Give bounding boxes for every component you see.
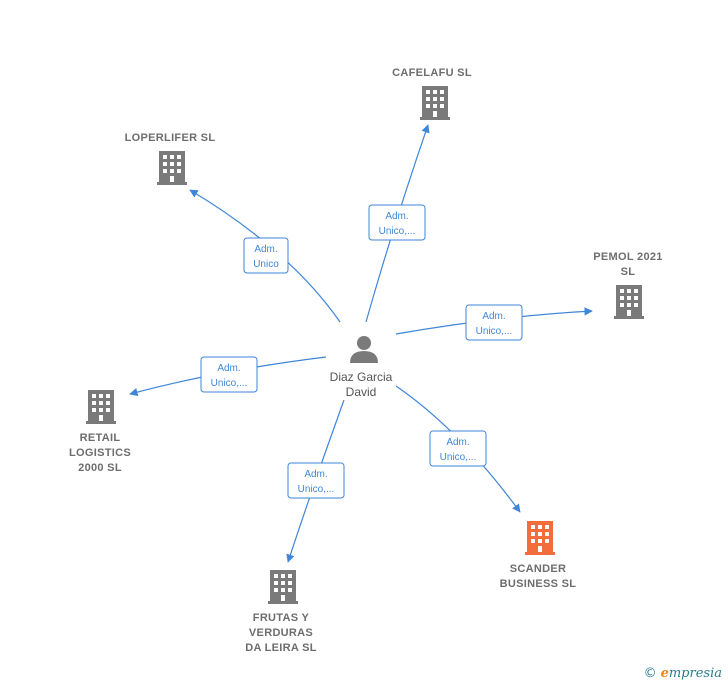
edge-label-scander[interactable]: Adm. Unico,... bbox=[429, 430, 487, 467]
company-label: CAFELAFU SL bbox=[392, 67, 472, 79]
svg-text:Adm.: Adm. bbox=[385, 211, 408, 222]
company-label: PEMOL 2021 bbox=[593, 251, 662, 263]
company-label: VERDURAS bbox=[249, 627, 313, 639]
brand-logo-initial: e bbox=[660, 666, 669, 681]
svg-text:Unico: Unico bbox=[253, 259, 279, 270]
brand-logo-text: mpresia bbox=[668, 666, 722, 681]
company-label: 2000 SL bbox=[78, 462, 122, 474]
edge-label-loperlifer[interactable]: Adm. Unico bbox=[243, 237, 289, 274]
edge-label-retail[interactable]: Adm. Unico,... bbox=[200, 356, 258, 393]
company-label: SCANDER bbox=[510, 563, 567, 575]
center-person-node[interactable]: Diaz Garcia David bbox=[330, 336, 393, 399]
company-node-scander[interactable]: SCANDER BUSINESS SL bbox=[500, 521, 577, 590]
copyright-notice: ©empresia bbox=[644, 666, 722, 681]
company-label: LOPERLIFER SL bbox=[125, 132, 216, 144]
svg-text:Adm.: Adm. bbox=[482, 311, 505, 322]
company-node-retail[interactable]: RETAIL LOGISTICS 2000 SL bbox=[69, 390, 131, 474]
edge-label-cafelafu[interactable]: Adm. Unico,... bbox=[368, 204, 426, 241]
edge-label-pemol[interactable]: Adm. Unico,... bbox=[465, 304, 523, 341]
svg-text:Unico,...: Unico,... bbox=[298, 484, 335, 495]
svg-text:Unico,...: Unico,... bbox=[211, 378, 248, 389]
building-icon bbox=[268, 570, 298, 604]
company-node-loperlifer[interactable]: LOPERLIFER SL bbox=[125, 132, 216, 185]
building-icon bbox=[525, 521, 555, 555]
company-label: DA LEIRA SL bbox=[245, 642, 317, 654]
company-node-cafelafu[interactable]: CAFELAFU SL bbox=[392, 67, 472, 120]
company-label: LOGISTICS bbox=[69, 447, 131, 459]
copyright-icon: © bbox=[643, 666, 657, 681]
svg-text:Adm.: Adm. bbox=[217, 363, 240, 374]
company-label: BUSINESS SL bbox=[500, 578, 577, 590]
svg-text:Adm.: Adm. bbox=[446, 437, 469, 448]
building-icon bbox=[86, 390, 116, 424]
company-node-frutas[interactable]: FRUTAS Y VERDURAS DA LEIRA SL bbox=[245, 570, 317, 654]
company-label: SL bbox=[621, 266, 636, 278]
svg-text:Adm.: Adm. bbox=[304, 469, 327, 480]
svg-text:Unico,...: Unico,... bbox=[476, 326, 513, 337]
person-name-line2: David bbox=[346, 385, 377, 399]
company-node-pemol[interactable]: PEMOL 2021 SL bbox=[593, 251, 662, 319]
svg-text:Adm.: Adm. bbox=[254, 244, 277, 255]
building-icon bbox=[157, 151, 187, 185]
company-label: RETAIL bbox=[80, 432, 121, 444]
svg-text:Unico,...: Unico,... bbox=[379, 226, 416, 237]
svg-text:Unico,...: Unico,... bbox=[440, 452, 477, 463]
building-icon bbox=[614, 285, 644, 319]
company-label: FRUTAS Y bbox=[253, 612, 310, 624]
person-name-line1: Diaz Garcia bbox=[330, 370, 393, 384]
building-icon bbox=[420, 86, 450, 120]
person-icon bbox=[350, 336, 378, 363]
edge-label-frutas[interactable]: Adm. Unico,... bbox=[287, 462, 345, 499]
